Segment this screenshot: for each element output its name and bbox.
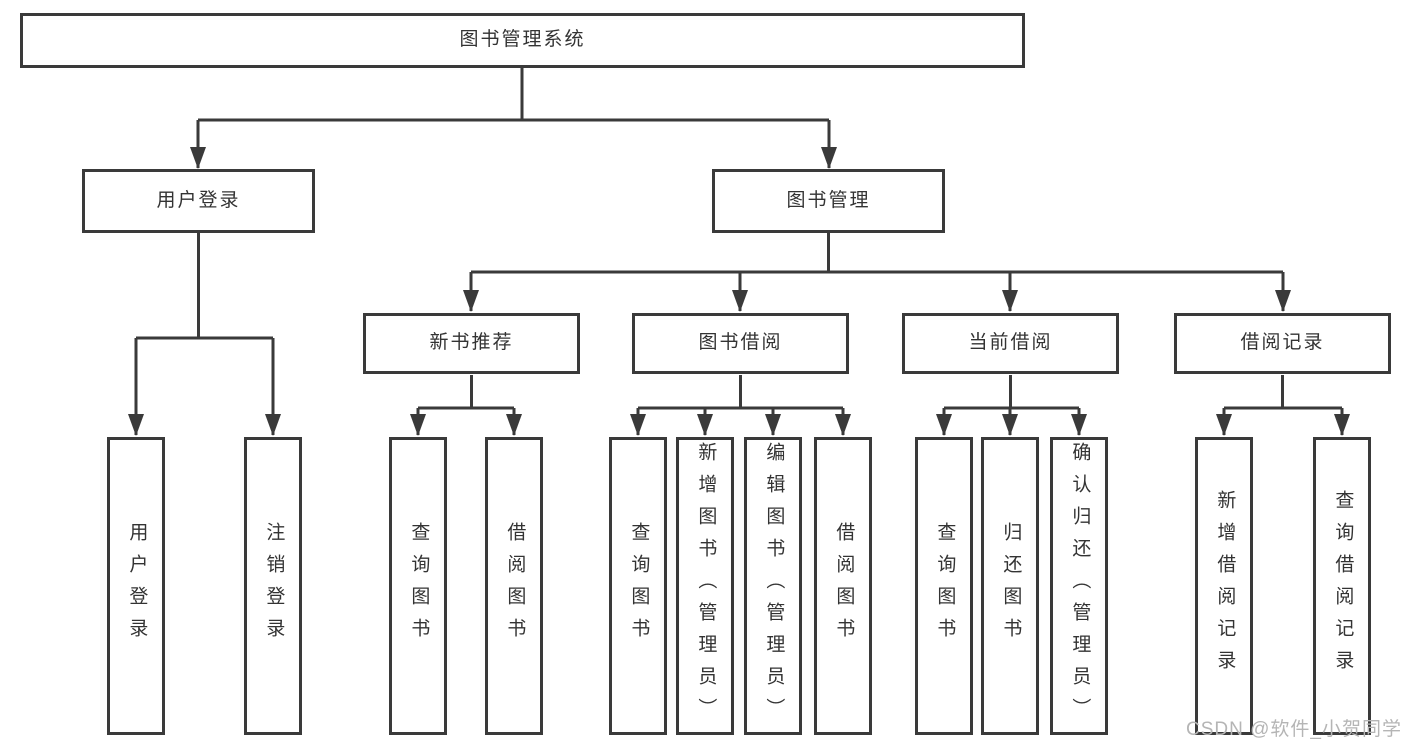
leaf-edit-book-admin: 编辑图书（管理员） [744,437,802,735]
leaf-add-book-admin: 新增图书（管理员） [676,437,734,735]
connector-book-mgmt-trunk [471,233,1283,274]
connector-new-book-trunk [418,375,514,410]
node-user-login: 用户登录 [82,169,315,233]
leaf-borrow-book-1: 借阅图书 [485,437,543,735]
leaf-query-book-1: 查询图书 [389,437,447,735]
node-new-book-recommend: 新书推荐 [363,313,580,374]
node-current-borrow: 当前借阅 [902,313,1119,374]
leaf-query-book-3: 查询图书 [915,437,973,735]
connector-book-borrow-trunk [638,375,843,410]
connector-root-trunk [198,68,829,122]
leaf-user-login: 用户登录 [107,437,165,735]
leaf-query-borrow-record: 查询借阅记录 [1313,437,1371,735]
node-book-borrow: 图书借阅 [632,313,849,374]
leaf-logout: 注销登录 [244,437,302,735]
csdn-watermark: CSDN @软件_小贺同学 [1186,719,1402,740]
node-book-management: 图书管理 [712,169,945,233]
leaf-query-book-2: 查询图书 [609,437,667,735]
node-root-system: 图书管理系统 [20,13,1025,68]
node-borrow-record: 借阅记录 [1174,313,1391,374]
connector-borrow-record-trunk [1224,375,1342,410]
connector-current-borrow-trunk [944,375,1079,410]
leaf-add-borrow-record: 新增借阅记录 [1195,437,1253,735]
connector-user-login-trunk [136,233,273,340]
leaf-confirm-return-admin: 确认归还（管理员） [1050,437,1108,735]
leaf-return-book: 归还图书 [981,437,1039,735]
leaf-borrow-book-2: 借阅图书 [814,437,872,735]
